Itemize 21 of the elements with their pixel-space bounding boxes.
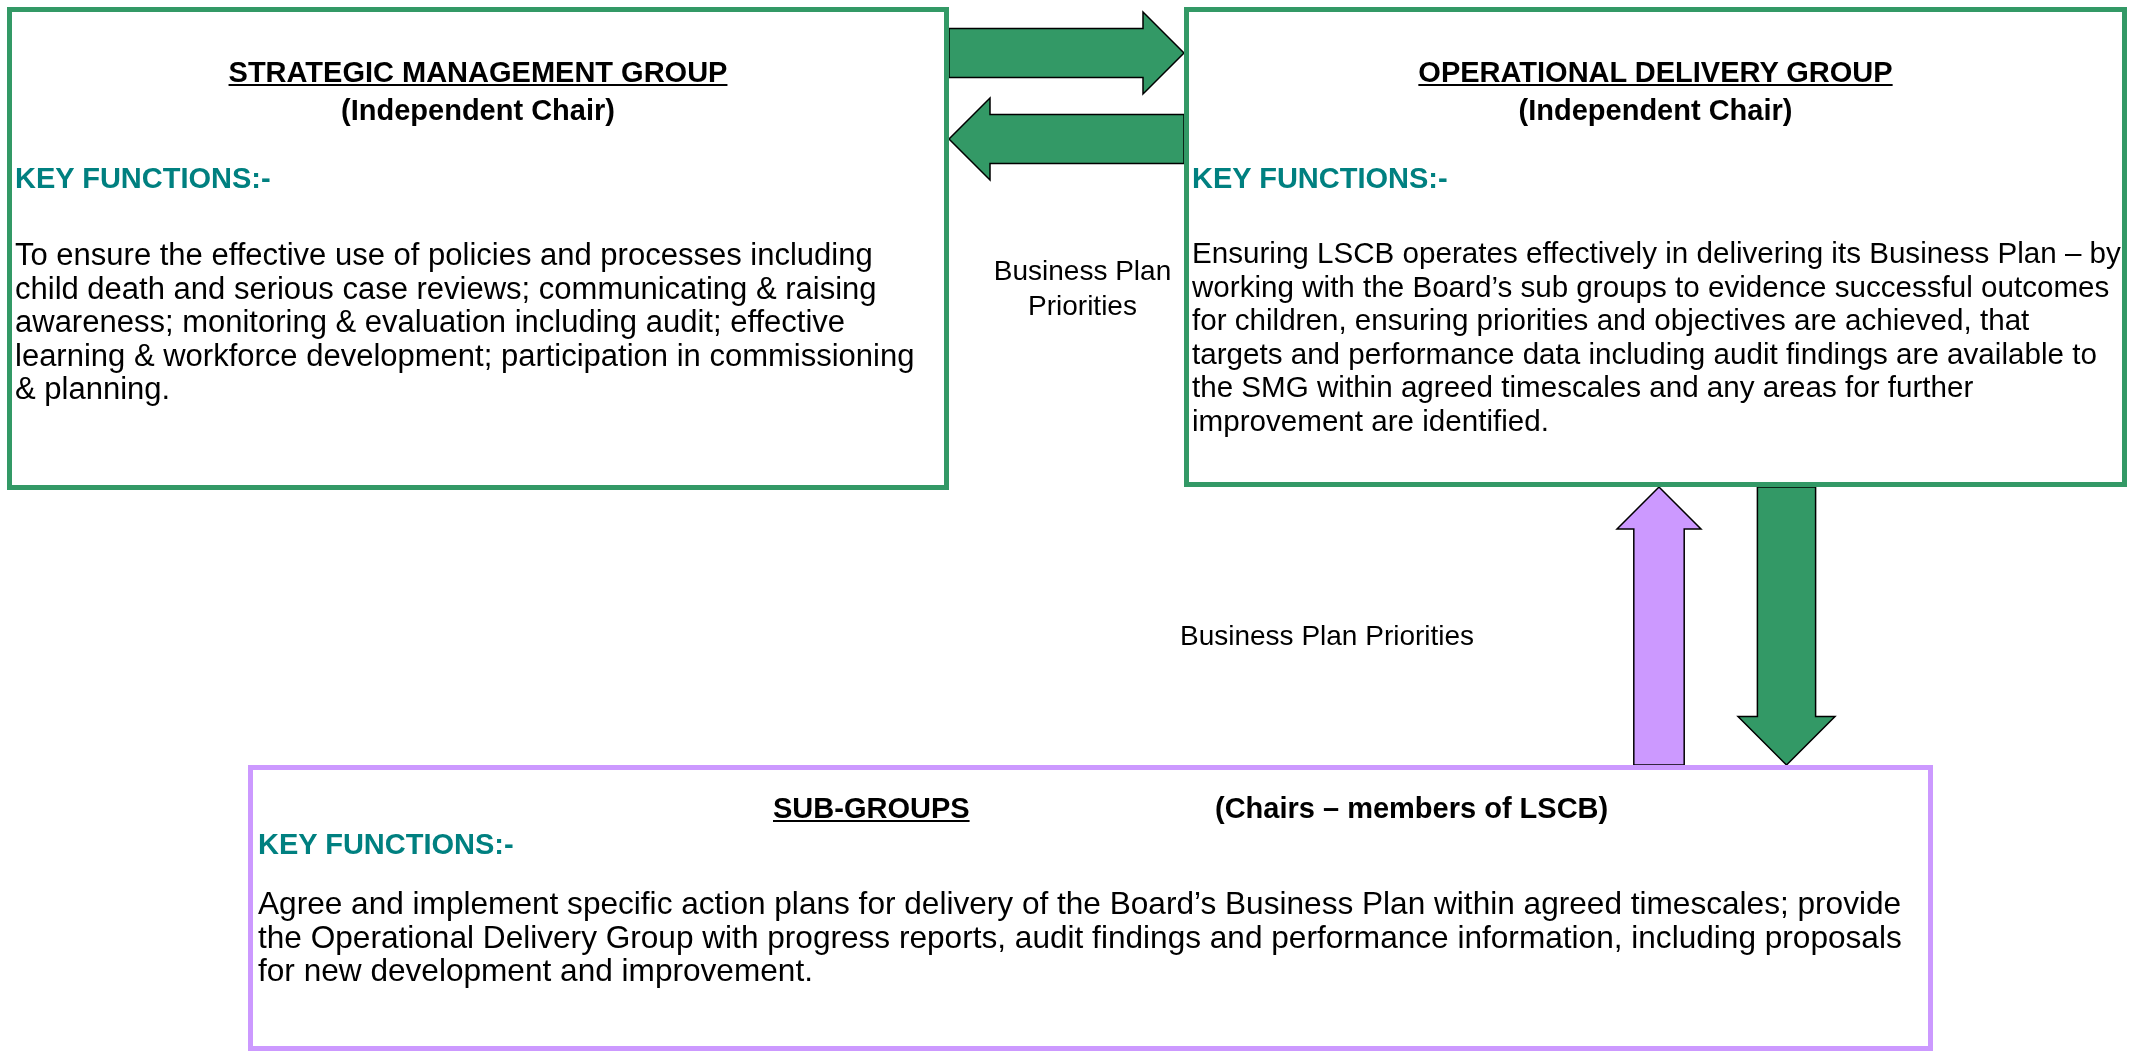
flow-label: Business Plan Priorities [1180, 619, 1476, 653]
block-arrow [947, 96, 1185, 182]
block-arrow [948, 10, 1186, 96]
section-heading: KEY FUNCTIONS:- [258, 828, 515, 862]
group-box [1184, 7, 2127, 487]
flow-label: Business Plan Priorities [992, 254, 1173, 323]
group-box [7, 7, 949, 490]
function-description: Agree and implement specific action plans for delivery of the Board’s Business Plan within agreed timescales; provide the Operational Delivery Group with progress reports, audit findings and performance information, including proposals for new development and improvement. [258, 887, 1903, 988]
group-subtitle: (Independent Chair) [340, 94, 616, 128]
group-subtitle: (Independent Chair) [1517, 94, 1794, 128]
block-arrow [1615, 485, 1703, 766]
group-subtitle: (Chairs – members of LSCB) [1215, 792, 1610, 826]
group-title: SUB-GROUPS [773, 792, 971, 826]
section-heading: KEY FUNCTIONS:- [15, 162, 272, 196]
group-title: OPERATIONAL DELIVERY GROUP [1417, 56, 1894, 90]
function-description: To ensure the effective use of policies and processes including child death and serious case reviews; communicating & raising awareness; monitoring & evaluation including audit; effective learning & workforce development; participation in commissioning & planning. [15, 238, 916, 406]
block-arrow [1736, 486, 1837, 767]
function-description: Ensuring LSCB operates effectively in delivering its Business Plan – by working with the Board’s sub groups to evidence successful outcomes for children, ensuring priorities and objectives are achieved, that targets and performance data including audit findings are available to the SMG within agreed timescales and any areas for further improvement are identified. [1192, 236, 2122, 437]
group-title: STRATEGIC MANAGEMENT GROUP [227, 56, 729, 90]
section-heading: KEY FUNCTIONS:- [1192, 162, 1449, 196]
group-box [248, 765, 1933, 1051]
